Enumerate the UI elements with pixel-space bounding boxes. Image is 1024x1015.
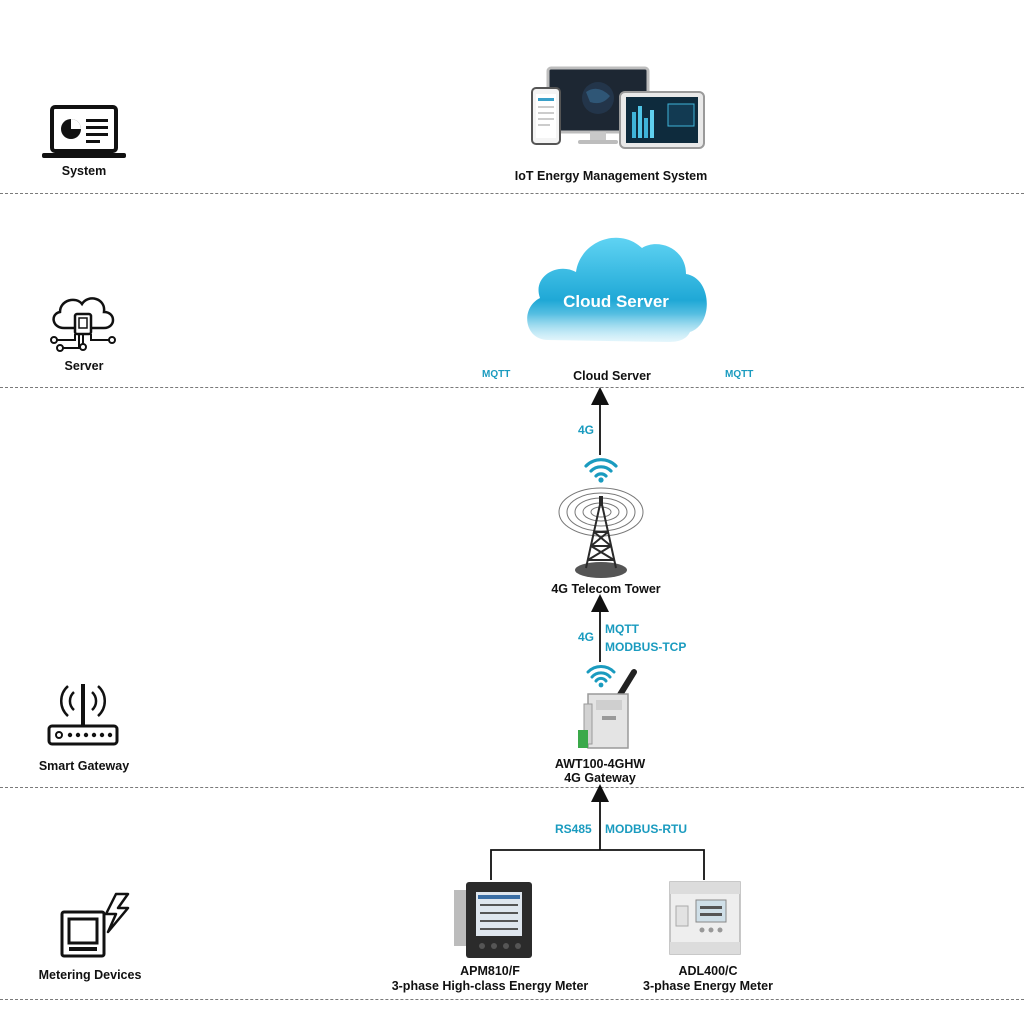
- gateway-device-graphic: [574, 668, 638, 754]
- cloud-server-inner-label: Cloud Server: [563, 292, 669, 311]
- tower-link-4g-label: 4G: [578, 423, 595, 437]
- layer-label-gateway: Smart Gateway: [38, 759, 130, 773]
- meter-adl400-graphic: [668, 880, 742, 956]
- cloud-server-graphic: [518, 228, 714, 364]
- meter-apm810-graphic: [452, 880, 534, 960]
- ems-label: IoT Energy Management System: [514, 169, 708, 183]
- meter-lightning-icon: [58, 892, 138, 962]
- cloud-network-icon: [46, 292, 120, 354]
- tower-label: 4G Telecom Tower: [551, 582, 661, 596]
- mqtt-right-label: MQTT: [725, 369, 754, 380]
- divider-server: [0, 387, 1024, 388]
- layer-label-server: Server: [64, 359, 104, 373]
- layer-label-metering: Metering Devices: [38, 968, 142, 982]
- ems-devices-image: [528, 62, 708, 152]
- gw-link-4g-label: 4G: [578, 630, 595, 644]
- gateway-model-label: AWT100-4GHW: [554, 757, 646, 771]
- meter2-model-label: ADL400/C: [678, 964, 738, 978]
- laptop-chart-icon: [42, 104, 128, 160]
- meter1-model-label: APM810/F: [460, 964, 520, 978]
- divider-metering: [0, 999, 1024, 1000]
- cloud-server-label: Cloud Server: [573, 369, 651, 383]
- wifi-icon: [584, 454, 618, 484]
- gw-mqtt-label: MQTT: [605, 622, 639, 636]
- rs485-label: RS485: [555, 822, 592, 836]
- gw-modbus-tcp-label: MODBUS-TCP: [605, 640, 687, 654]
- layer-label-system: System: [61, 164, 107, 178]
- meter-bus-line: [490, 849, 705, 880]
- gateway-wifi-icon: [586, 662, 616, 688]
- divider-gateway: [0, 787, 1024, 788]
- router-icon: [46, 680, 120, 750]
- telecom-tower-graphic: [556, 482, 646, 582]
- gateway-desc-label: 4G Gateway: [564, 771, 636, 785]
- modbus-rtu-label: MODBUS-RTU: [605, 822, 687, 836]
- meter2-desc-label: 3-phase Energy Meter: [643, 979, 773, 993]
- divider-system: [0, 193, 1024, 194]
- mqtt-left-label: MQTT: [482, 369, 511, 380]
- meter1-desc-label: 3-phase High-class Energy Meter: [391, 979, 589, 993]
